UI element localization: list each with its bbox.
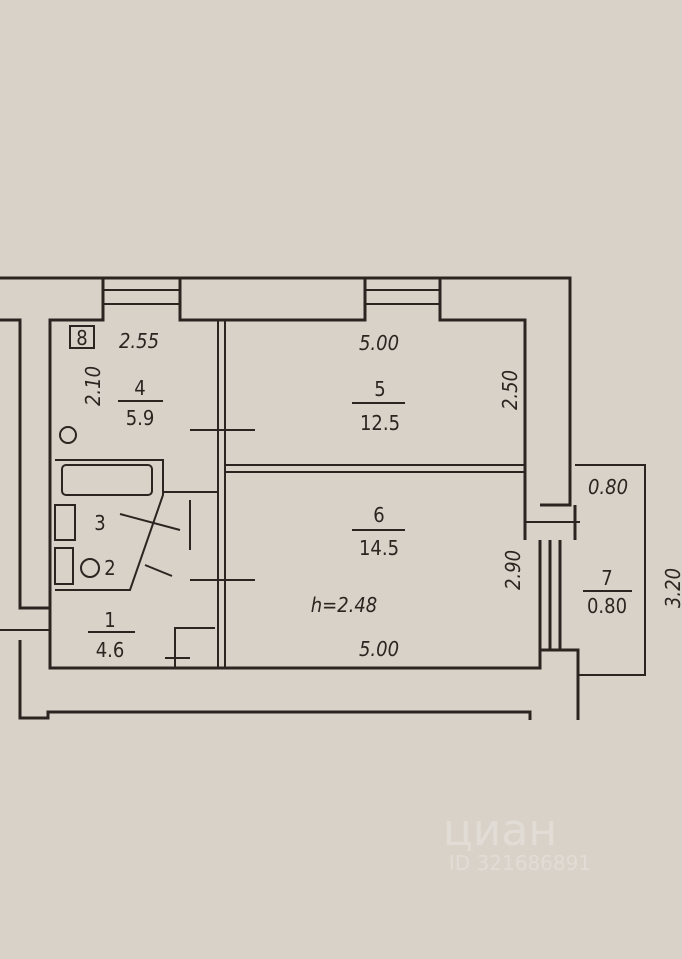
room5-length: 2.50 bbox=[498, 370, 522, 410]
room4-length: 2.10 bbox=[81, 366, 105, 406]
legend-box-number: 8 bbox=[76, 326, 87, 350]
room-6-number: 6 bbox=[373, 503, 384, 527]
room-2-number: 2 bbox=[104, 556, 115, 580]
room-4-area: 5.9 bbox=[126, 406, 155, 430]
room-1-number: 1 bbox=[104, 608, 115, 632]
ceiling-height: h=2.48 bbox=[311, 593, 378, 617]
room-5-number: 5 bbox=[374, 377, 385, 401]
watermark-brand: циан bbox=[443, 805, 557, 856]
room-1-area: 4.6 bbox=[96, 638, 125, 662]
room-7-area: 0.80 bbox=[587, 594, 627, 618]
room-3-number: 3 bbox=[94, 511, 105, 535]
room-5-area: 12.5 bbox=[360, 411, 400, 435]
room6-width: 5.00 bbox=[359, 637, 399, 661]
room4-width: 2.55 bbox=[119, 329, 159, 353]
room5-width: 5.00 bbox=[359, 331, 399, 355]
room-7-number: 7 bbox=[601, 566, 612, 590]
watermark: циан ID 321686891 bbox=[443, 805, 591, 875]
balcony-width: 0.80 bbox=[588, 475, 628, 499]
walls bbox=[0, 276, 646, 720]
room6-length: 2.90 bbox=[501, 550, 525, 590]
labels: 8 2.55 5.00 2.10 2.50 2.90 5.00 h=2.48 0… bbox=[76, 326, 682, 662]
balcony-length: 3.20 bbox=[661, 568, 682, 608]
room-6-area: 14.5 bbox=[359, 536, 399, 560]
watermark-id: ID 321686891 bbox=[449, 851, 591, 875]
room-4-number: 4 bbox=[134, 376, 145, 400]
legend-box bbox=[69, 325, 95, 349]
